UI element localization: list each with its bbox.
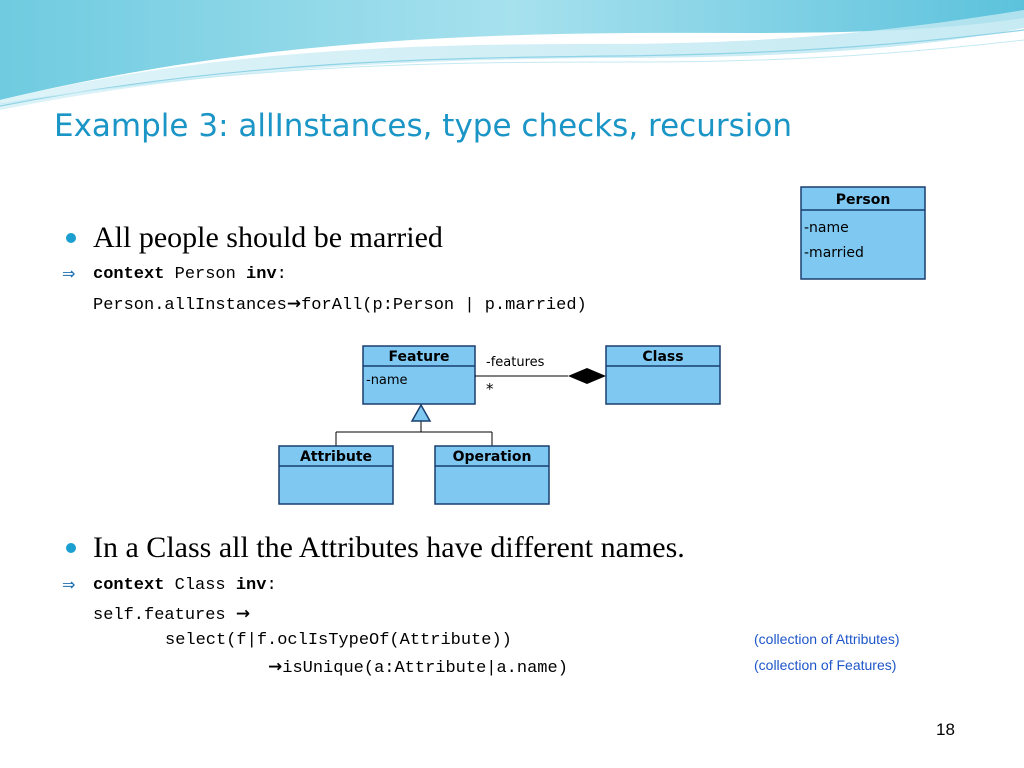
isunique-text: isUnique(a:Attribute|a.name): [282, 659, 568, 678]
implies-arrow-icon: ⇒: [62, 575, 76, 594]
inv-colon: :: [276, 265, 287, 284]
bullet-dot-icon: [66, 543, 76, 553]
inv-keyword: inv: [246, 265, 277, 284]
expr-suffix: forAll(p:Person | p.married): [301, 296, 587, 315]
inv-keyword: inv: [235, 576, 267, 595]
uml-class-diagram: Feature -name Class -features * Attribut…: [266, 336, 736, 520]
person-attr-name: -name: [804, 220, 849, 236]
attribute-class-name: Attribute: [300, 449, 372, 465]
self-features-text: self.features: [93, 606, 226, 625]
context-type: Class: [174, 576, 226, 595]
bullet-text: All people should be married: [93, 221, 443, 254]
arrow-icon: →: [286, 294, 302, 314]
expression-line-select: select(f|f.oclIsTypeOf(Attribute)): [165, 631, 512, 650]
page-number: 18: [936, 720, 955, 739]
composition-diamond-icon: [568, 368, 606, 384]
context-keyword: context: [93, 265, 165, 284]
inv-colon: :: [266, 576, 277, 595]
context-keyword: context: [93, 576, 165, 595]
operation-class-name: Operation: [453, 449, 532, 465]
expression-line-self-features: self.features →: [93, 604, 250, 625]
person-attr-married: -married: [804, 245, 864, 261]
expression-line-isunique: →isUnique(a:Attribute|a.name): [268, 657, 568, 678]
context-line-person: context Person inv:: [93, 265, 287, 284]
person-class-name: Person: [836, 192, 891, 208]
bullet-dot-icon: [66, 233, 76, 243]
bullet-text: In a Class all the Attributes have diffe…: [93, 531, 685, 564]
invariant-expression-person: Person.allInstances→forAll(p:Person | p.…: [93, 294, 587, 315]
slide-title: Example 3: allInstances, type checks, re…: [54, 108, 792, 144]
feature-attr-name: -name: [366, 373, 408, 388]
multiplicity-label: *: [486, 380, 494, 398]
feature-class-name: Feature: [389, 349, 450, 365]
implies-arrow-icon: ⇒: [62, 264, 76, 283]
generalization-triangle-icon: [410, 403, 432, 422]
context-type: Person: [174, 265, 236, 284]
context-line-class: context Class inv:: [93, 576, 277, 595]
note-collection-of-features: (collection of Features): [754, 657, 897, 673]
note-collection-of-attributes: (collection of Attributes): [754, 631, 900, 647]
arrow-icon: →: [268, 657, 283, 677]
expr-prefix: Person.allInstances: [93, 296, 287, 315]
header-wave-decoration: [0, 0, 1024, 110]
person-class-diagram: Person -name -married: [797, 185, 929, 281]
arrow-icon: →: [235, 604, 251, 624]
association-role-label: -features: [486, 355, 545, 370]
class-class-name: Class: [642, 349, 683, 365]
